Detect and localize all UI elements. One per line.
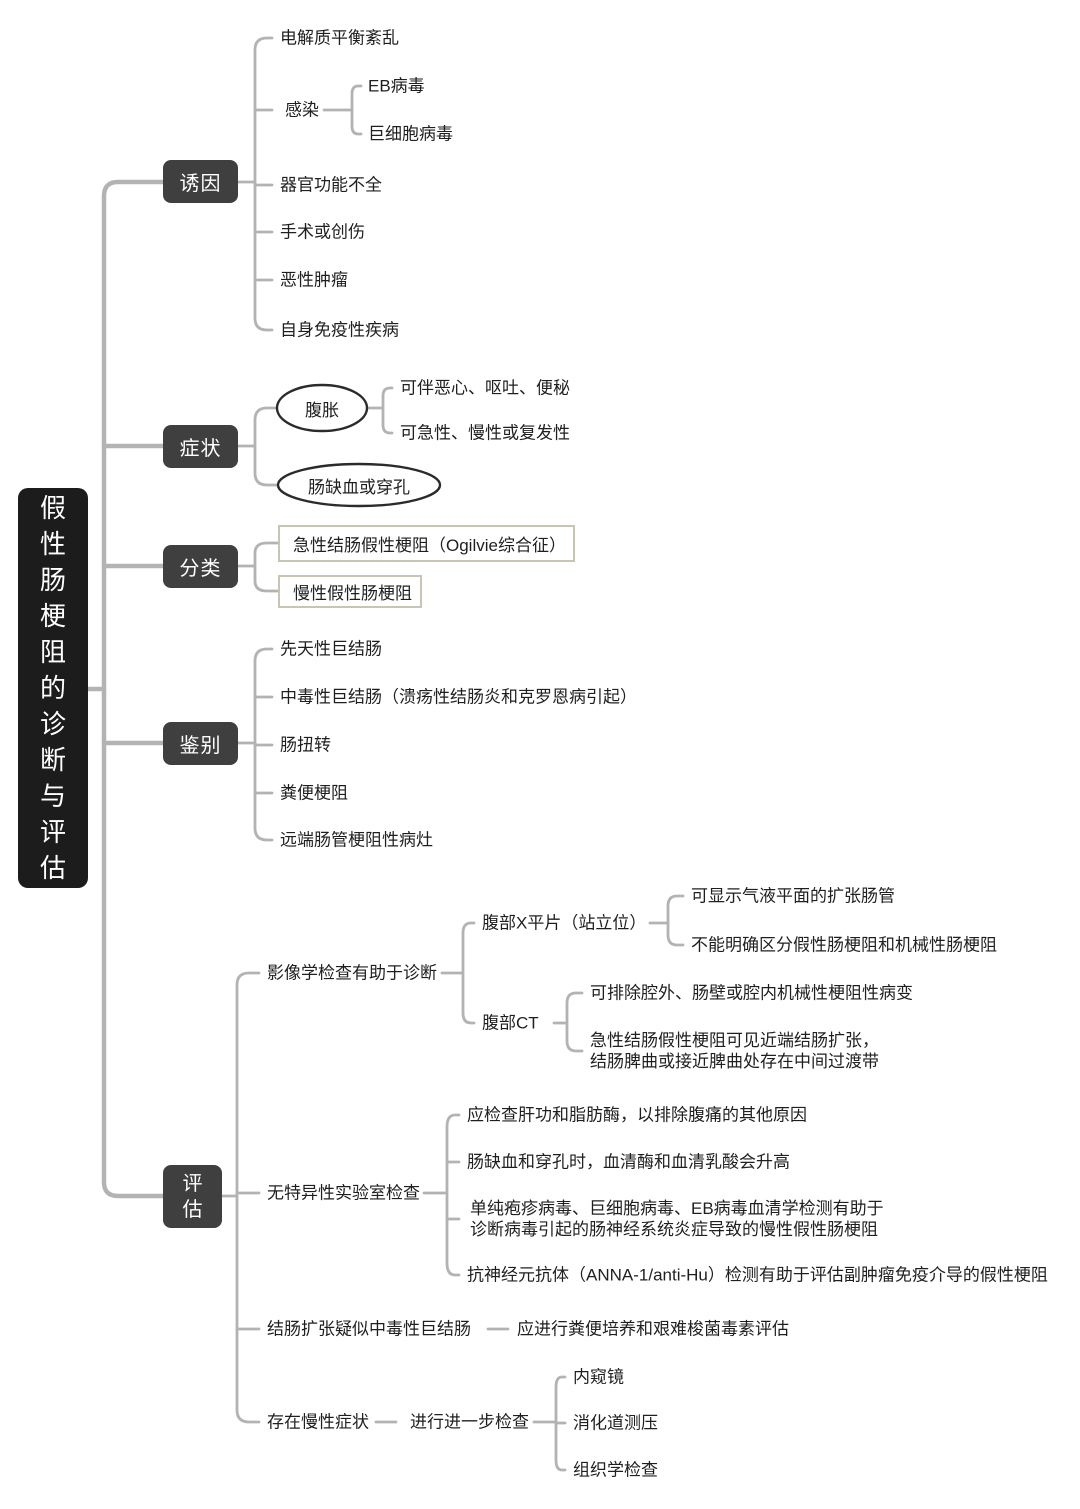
leaf-text: 影像学检查有助于诊断 (267, 963, 437, 983)
leaf-text: 应进行粪便培养和艰难梭菌毒素评估 (517, 1319, 789, 1339)
ellipse-ischemia-perforation (276, 462, 442, 508)
branch-label: 评估 (182, 1172, 203, 1221)
leaf-text: 恶性肿瘤 (280, 270, 348, 290)
leaf-text: 中毒性巨结肠（溃疡性结肠炎和克罗恩病引起） (280, 687, 637, 707)
leaf-text: 可急性、慢性或复发性 (400, 423, 570, 443)
leaf-text: 抗神经元抗体（ANNA-1/anti-Hu）检测有助于评估副肿瘤免疫介导的假性梗… (467, 1265, 1048, 1285)
branch-label: 诱因 (179, 173, 222, 195)
leaf-text: 器官功能不全 (280, 175, 382, 195)
branch-box-differential: 鉴别 (163, 722, 238, 765)
leaf-text: 自身免疫性疾病 (280, 320, 399, 340)
leaf-text: 结肠扩张疑似中毒性巨结肠 (267, 1319, 471, 1339)
leaf-text: 手术或创伤 (280, 222, 365, 242)
leaf-text: 急性结肠假性梗阻可见近端结肠扩张， 结肠脾曲或接近脾曲处存在中间过渡带 (590, 1031, 879, 1071)
leaf-text: 可排除腔外、肠壁或腔内机械性梗阻性病变 (590, 983, 913, 1003)
leaf-text: 巨细胞病毒 (368, 124, 453, 144)
leaf-text: 可伴恶心、呕吐、便秘 (400, 378, 570, 398)
leaf-text: 可显示气液平面的扩张肠管 (691, 886, 895, 906)
leaf-text: 不能明确区分假性肠梗阻和机械性肠梗阻 (691, 935, 997, 955)
leaf-text: 腹部X平片（站立位） (482, 913, 647, 933)
leaf-text: 内窥镜 (573, 1367, 624, 1387)
leaf-text: 腹部CT (482, 1013, 539, 1033)
class-box-chronic: 慢性假性肠梗阻 (278, 575, 422, 608)
branch-box-causes: 诱因 (163, 160, 238, 203)
leaf-text: 电解质平衡紊乱 (280, 28, 399, 48)
branch-label: 分类 (179, 558, 222, 580)
leaf-text: 单纯疱疹病毒、巨细胞病毒、EB病毒血清学检测有助于 诊断病毒引起的肠神经系统炎症… (470, 1199, 884, 1239)
leaf-text: 肠缺血和穿孔时，血清酶和血清乳酸会升高 (467, 1152, 790, 1172)
ellipse-abdominal-distension (275, 383, 369, 433)
ellipse-node-label: 腹胀 (305, 400, 339, 420)
class-box-acute: 急性结肠假性梗阻（Ogilvie综合征） (278, 525, 575, 562)
root-node: 假性肠梗阻的诊断与评估 (18, 488, 88, 888)
leaf-text: 先天性巨结肠 (280, 639, 382, 659)
leaf-text: 感染 (285, 100, 319, 120)
leaf-text: 肠扭转 (280, 735, 331, 755)
branch-box-classification: 分类 (163, 545, 238, 588)
leaf-text: EB病毒 (368, 76, 425, 96)
branch-label: 鉴别 (179, 735, 222, 757)
root-label: 假性肠梗阻的诊断与评估 (39, 493, 66, 883)
leaf-text: 进行进一步检查 (410, 1412, 529, 1432)
leaf-text: 组织学检查 (573, 1460, 658, 1480)
leaf-text: 粪便梗阻 (280, 783, 348, 803)
branch-box-evaluation: 评估 (163, 1165, 222, 1228)
leaf-text: 存在慢性症状 (267, 1412, 369, 1432)
leaf-text: 远端肠管梗阻性病灶 (280, 830, 433, 850)
ellipse-node-label: 肠缺血或穿孔 (308, 477, 410, 497)
leaf-text: 无特异性实验室检查 (267, 1183, 420, 1203)
branch-box-symptoms: 症状 (163, 425, 238, 468)
branch-label: 症状 (179, 438, 222, 460)
leaf-text: 应检查肝功和脂肪酶，以排除腹痛的其他原因 (467, 1105, 807, 1125)
leaf-text: 消化道测压 (573, 1413, 658, 1433)
